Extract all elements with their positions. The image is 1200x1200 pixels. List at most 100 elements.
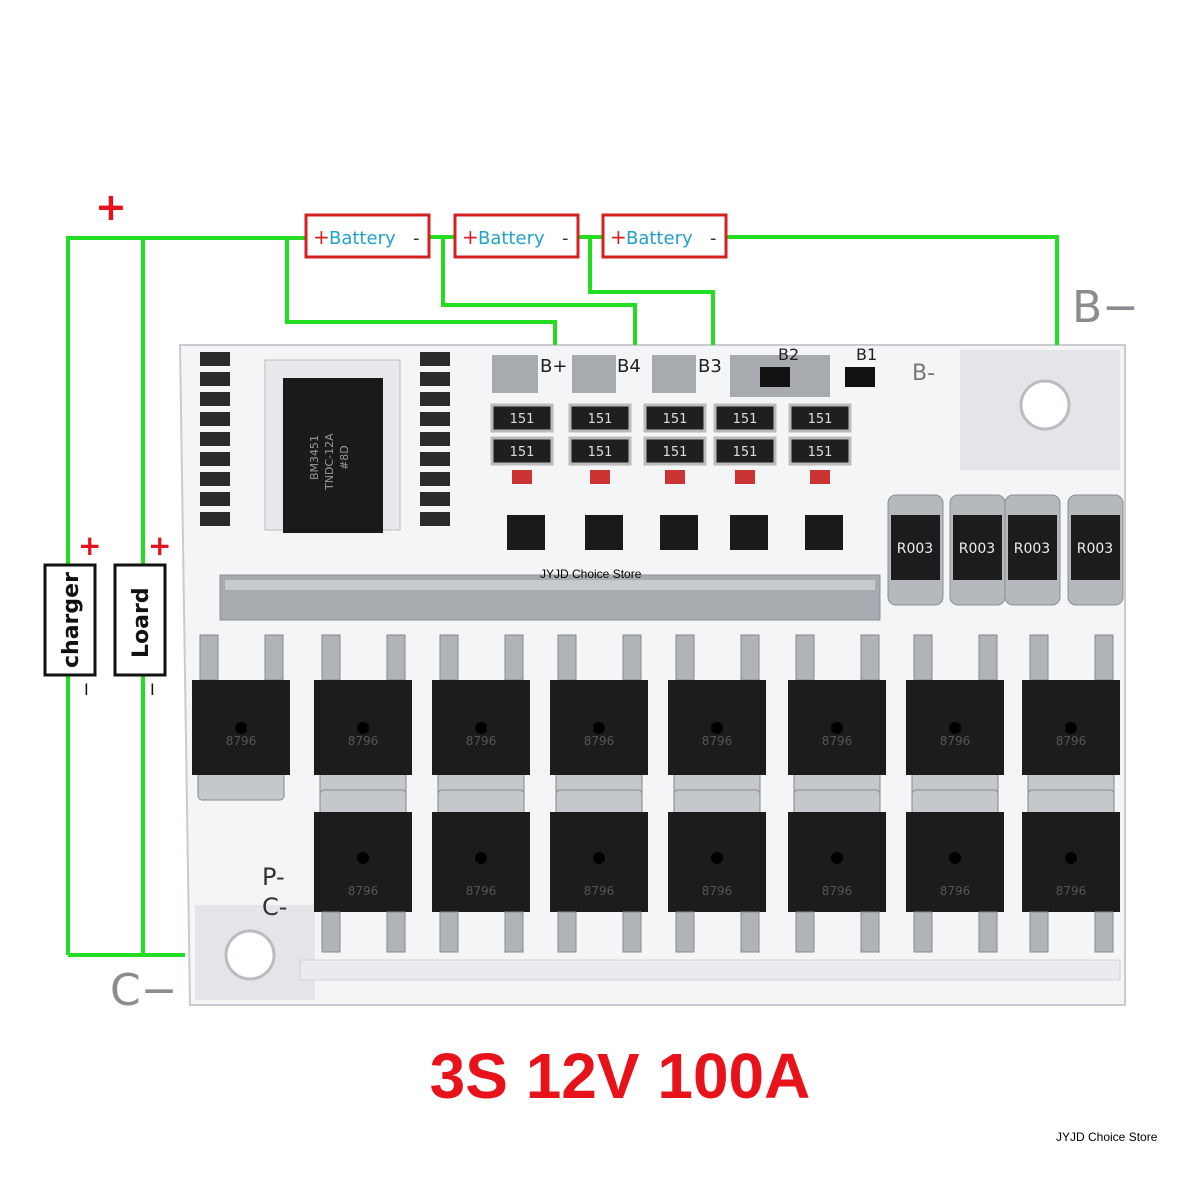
- mosfet: 8796: [906, 789, 1004, 953]
- charger-label: charger: [59, 572, 84, 668]
- mosfets: 8796 8796 8796 8796 8796 8796 8796 8796 8796 8796…: [192, 634, 1120, 953]
- svg-text:151: 151: [510, 412, 535, 427]
- svg-text:8796: 8796: [466, 884, 497, 898]
- current-shunts: R003 R003 R003 R003: [887, 494, 1124, 606]
- mounting-hole-top: [1019, 379, 1071, 431]
- pad-label-b1: B1: [856, 345, 877, 364]
- balance-resistor: 151: [713, 403, 777, 433]
- charger-box: [43, 563, 97, 677]
- status-led: [810, 470, 830, 484]
- c-minus-label: C−: [110, 965, 178, 1016]
- svg-text:151: 151: [808, 445, 833, 460]
- battery-boxes: + Battery - + Battery - + Battery -: [304, 213, 728, 259]
- shunt-resistor: R003: [1067, 494, 1124, 606]
- pad-label-b2: B2: [778, 345, 799, 364]
- status-led: [590, 470, 610, 484]
- load-label: Loard: [129, 587, 154, 658]
- svg-text:151: 151: [510, 445, 535, 460]
- svg-text:8796: 8796: [466, 734, 497, 748]
- svg-text:151: 151: [663, 445, 688, 460]
- svg-text:R003: R003: [959, 541, 995, 557]
- svg-text:8796: 8796: [1056, 884, 1087, 898]
- svg-text:R003: R003: [1014, 541, 1050, 557]
- status-led: [735, 470, 755, 484]
- mounting-hole-bottom: [224, 929, 276, 981]
- b4-tap: [441, 237, 637, 345]
- svg-text:R003: R003: [897, 541, 933, 557]
- balance-resistor: 151: [490, 403, 554, 433]
- battery-box-1: [304, 213, 431, 259]
- b-minus-label: B−: [1072, 282, 1139, 333]
- charger-minus: I: [84, 680, 89, 699]
- balance-resistor: 151: [788, 403, 852, 433]
- charger-positive-wire: [66, 236, 305, 955]
- battery-3-label: Battery: [626, 228, 693, 249]
- mosfet: 8796: [668, 634, 766, 801]
- mosfet: 8796: [314, 789, 412, 953]
- balance-resistor: 151: [713, 436, 777, 466]
- mosfet: 8796: [432, 789, 530, 953]
- balance-resistor: 151: [568, 436, 632, 466]
- shunt-resistor: R003: [1004, 494, 1061, 606]
- charger-load: + charger I + Loard I: [43, 529, 171, 699]
- pad-label-b3: B3: [698, 356, 722, 377]
- battery-1-minus: -: [413, 228, 420, 249]
- svg-text:8796: 8796: [702, 734, 733, 748]
- mosfet: 8796: [668, 789, 766, 953]
- shunt-resistor: R003: [887, 494, 944, 606]
- svg-text:8796: 8796: [702, 884, 733, 898]
- svg-text:8796: 8796: [348, 734, 379, 748]
- balance-resistor: 151: [643, 436, 707, 466]
- b-minus-wire: [727, 235, 1059, 345]
- balance-resistor: 151: [643, 403, 707, 433]
- main-plus-sign: +: [95, 185, 127, 229]
- svg-text:8796: 8796: [940, 884, 971, 898]
- pad-label-b-plus: B+: [540, 356, 567, 377]
- charger-plus: +: [78, 529, 101, 562]
- balance-transistor: [585, 515, 623, 550]
- battery-1-label: Battery: [329, 228, 396, 249]
- svg-text:151: 151: [808, 412, 833, 427]
- svg-text:R003: R003: [1077, 541, 1113, 557]
- load-minus: I: [150, 680, 155, 699]
- store-watermark-corner: JYJD Choice Store: [1056, 1130, 1158, 1144]
- battery-box-2: [453, 213, 580, 259]
- svg-text:8796: 8796: [226, 734, 257, 748]
- pad-label-p-minus: P-: [262, 863, 285, 891]
- b3-tap: [588, 237, 715, 345]
- balance-transistor: [730, 515, 768, 550]
- top-pads: B+ B4 B3 B2 B1 B-: [492, 345, 935, 397]
- svg-text:8796: 8796: [1056, 734, 1087, 748]
- load-plus: +: [148, 529, 171, 562]
- chip-text-2: TNDC-12A: [323, 433, 336, 491]
- battery-3-plus: +: [610, 225, 627, 249]
- load-box: [113, 563, 167, 677]
- svg-text:8796: 8796: [584, 734, 615, 748]
- status-led: [665, 470, 685, 484]
- svg-text:151: 151: [588, 445, 613, 460]
- svg-text:151: 151: [733, 445, 758, 460]
- spec-title: 3S 12V 100A: [430, 1040, 811, 1112]
- pad-label-c-minus: C-: [262, 893, 287, 921]
- svg-text:8796: 8796: [822, 884, 853, 898]
- svg-text:8796: 8796: [940, 734, 971, 748]
- balance-resistor: 151: [490, 436, 554, 466]
- svg-text:151: 151: [733, 412, 758, 427]
- pad-label-b4: B4: [617, 356, 641, 377]
- status-led: [512, 470, 532, 484]
- chip-text-1: BM3451: [308, 435, 321, 480]
- svg-text:151: 151: [588, 412, 613, 427]
- smd-resistors-left: [200, 352, 450, 526]
- battery-box-3: [601, 213, 728, 259]
- battery-2-minus: -: [562, 228, 569, 249]
- mosfet: 8796: [788, 789, 886, 953]
- mosfet: 8796: [550, 634, 648, 801]
- svg-text:8796: 8796: [822, 734, 853, 748]
- store-watermark-center: JYJD Choice Store: [540, 567, 642, 581]
- balance-resistor: 151: [568, 403, 632, 433]
- chip-text-3: #8D: [338, 445, 351, 470]
- balance-transistor: [805, 515, 843, 550]
- b-plus-tap: [285, 238, 557, 345]
- control-ic: BM3451 TNDC-12A #8D: [264, 359, 401, 533]
- battery-2-plus: +: [462, 225, 479, 249]
